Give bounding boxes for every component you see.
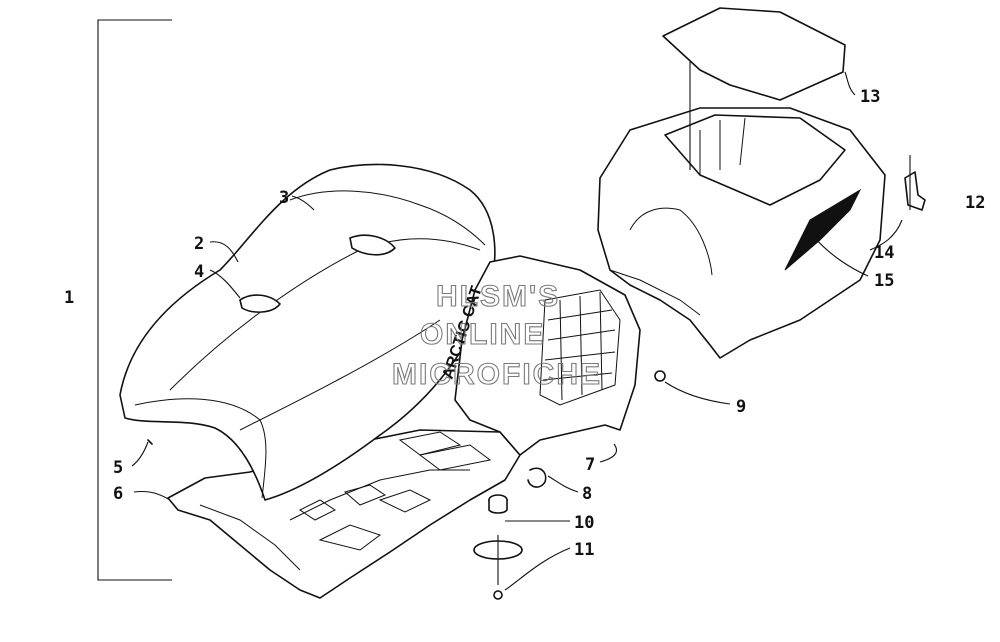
storage-box	[597, 107, 886, 359]
small-screw	[147, 439, 153, 445]
watermark-line-3: MICROFICHE	[392, 358, 602, 391]
watermark-line-2: ONLINE	[420, 318, 545, 351]
wire-clip	[527, 467, 547, 488]
watermark: HLSM'S ONLINE MICROFICHE	[391, 279, 602, 391]
callout-4: 4	[194, 262, 204, 282]
assembly-bracket	[97, 19, 172, 581]
callout-10: 10	[574, 513, 594, 533]
callout-3: 3	[279, 188, 289, 208]
callout-13: 13	[860, 87, 880, 107]
callout-5: 5	[113, 458, 123, 478]
callout-12: 12	[965, 193, 985, 213]
callout-1: 1	[64, 288, 74, 308]
watermark-line-1: HLSM'S	[436, 280, 560, 313]
callout-15: 15	[874, 271, 894, 291]
callout-7: 7	[585, 455, 595, 475]
push-rivet	[654, 370, 666, 382]
callout-numbers: 1 2 3 4 5 6 7 8 9 10 11 12 13 14 15	[64, 87, 985, 560]
callout-14: 14	[874, 243, 894, 263]
callout-9: 9	[736, 397, 746, 417]
washer-and-screw	[473, 535, 523, 600]
callout-11: 11	[574, 540, 594, 560]
latch-bracket	[904, 171, 926, 211]
seat-assembly	[119, 163, 496, 501]
grommet	[488, 494, 508, 514]
callout-6: 6	[113, 484, 123, 504]
callout-2: 2	[194, 234, 204, 254]
storage-lid	[662, 7, 846, 101]
leader-lines	[131, 60, 911, 591]
callout-8: 8	[582, 484, 592, 504]
